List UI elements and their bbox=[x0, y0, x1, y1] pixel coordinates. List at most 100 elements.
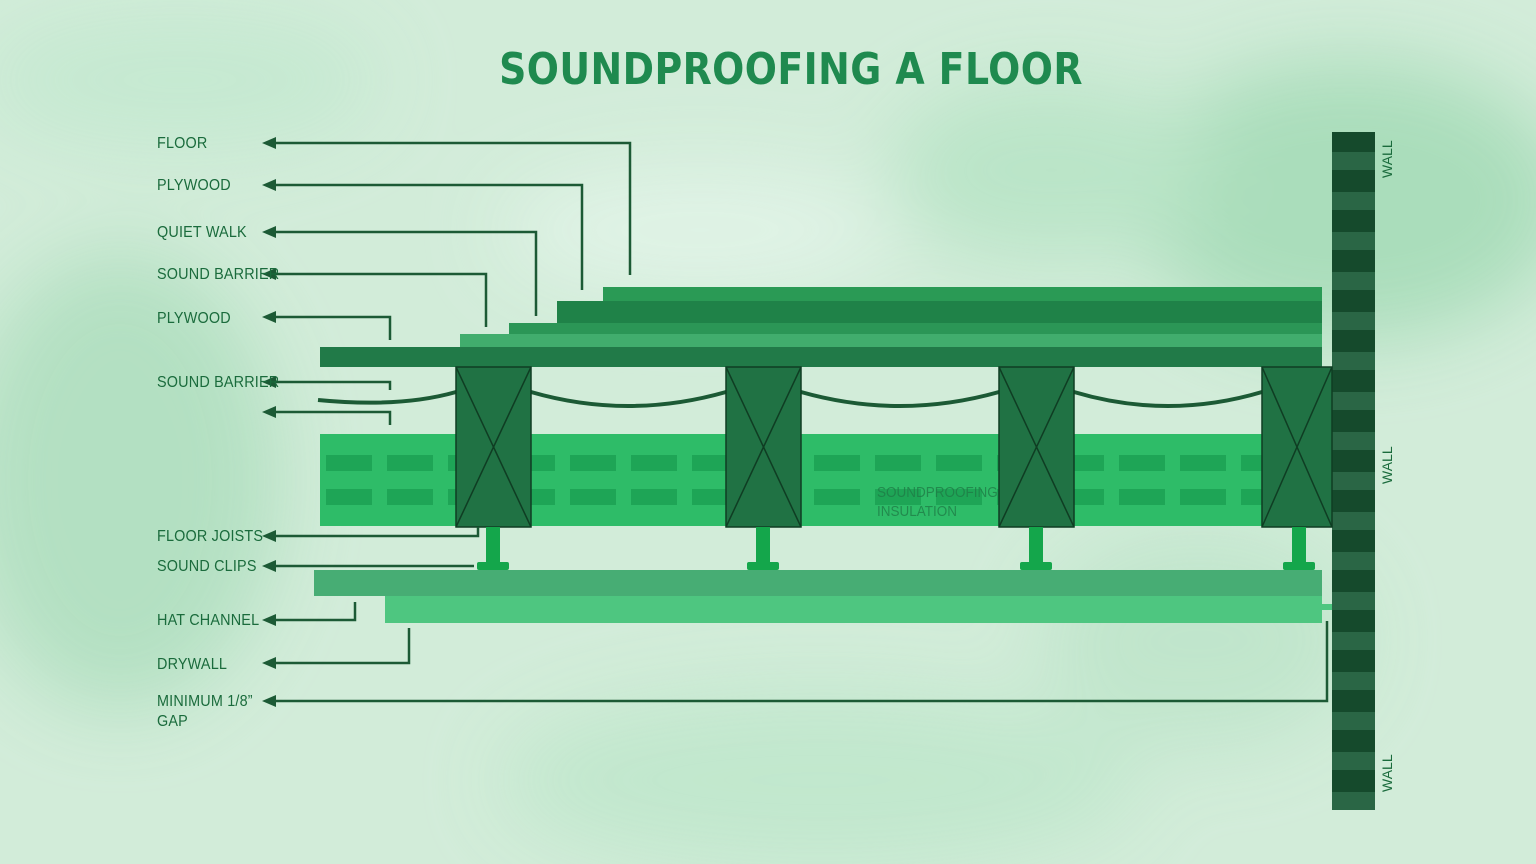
arrow-head-icon bbox=[262, 137, 276, 149]
insulation-dash bbox=[631, 455, 677, 471]
insulation-dash bbox=[387, 455, 433, 471]
label-floor: FLOOR bbox=[157, 135, 208, 152]
joist-cross bbox=[998, 366, 1075, 528]
label-minimum-gap: MINIMUM 1/8” GAP bbox=[157, 693, 253, 730]
joist-cross bbox=[455, 366, 532, 528]
wall-stripe bbox=[1332, 392, 1375, 410]
insulation-dash bbox=[326, 455, 372, 471]
leader-lines bbox=[262, 137, 1329, 707]
insulation-dash bbox=[814, 489, 860, 505]
sound-clip-post bbox=[486, 527, 500, 563]
insulation-dash bbox=[326, 489, 372, 505]
insulation-dash bbox=[875, 489, 921, 505]
wall-stripe bbox=[1332, 712, 1375, 730]
sound-clips bbox=[477, 527, 1315, 570]
joist-cross bbox=[1261, 366, 1333, 528]
insulation-dash bbox=[1119, 455, 1165, 471]
wall-stripe bbox=[1332, 152, 1375, 170]
plywood-subfloor-layer bbox=[320, 347, 1322, 367]
insulation-dash bbox=[1119, 489, 1165, 505]
leader-line bbox=[270, 602, 357, 622]
wall-stripe bbox=[1332, 792, 1375, 810]
joist-cross bbox=[725, 366, 802, 528]
arrow-head-icon bbox=[262, 268, 276, 280]
insulation-dash bbox=[1180, 489, 1226, 505]
arrow-head-icon bbox=[262, 530, 276, 542]
arrow-head-icon bbox=[262, 226, 276, 238]
insulation-dash bbox=[570, 489, 616, 505]
insulation-dash bbox=[875, 455, 921, 471]
insulation-dash bbox=[814, 455, 860, 471]
gap-filler bbox=[1322, 604, 1332, 610]
sound-barrier-layer bbox=[460, 334, 1322, 347]
label-plywood-top: PLYWOOD bbox=[157, 177, 231, 194]
leader-line bbox=[270, 628, 411, 665]
leader-line bbox=[270, 141, 632, 275]
label-floor-joists: FLOOR JOISTS bbox=[157, 528, 264, 545]
wall-stripe bbox=[1332, 272, 1375, 290]
wall-stripe bbox=[1332, 312, 1375, 330]
insulation-dash bbox=[936, 489, 982, 505]
arrow-head-icon bbox=[262, 657, 276, 669]
arrow-head-icon bbox=[262, 695, 276, 707]
insulation-dash bbox=[936, 455, 982, 471]
leader-line bbox=[270, 621, 1329, 703]
wall-stripe bbox=[1332, 472, 1375, 490]
label-quiet-walk: QUIET WALK bbox=[157, 224, 247, 241]
floor-layer bbox=[603, 287, 1322, 301]
leader-line bbox=[270, 230, 538, 316]
sound-barrier-membrane bbox=[317, 390, 1263, 408]
sound-clip-post bbox=[1029, 527, 1043, 563]
label-drywall: DRYWALL bbox=[157, 656, 228, 673]
leader-line bbox=[270, 272, 488, 327]
wall bbox=[1332, 132, 1375, 810]
wall-stripe bbox=[1332, 552, 1375, 570]
wall-stripe bbox=[1332, 632, 1375, 650]
sound-clip-base bbox=[1020, 562, 1052, 570]
arrow-head-icon bbox=[262, 406, 276, 418]
leader-line bbox=[270, 410, 392, 425]
wall-stripe bbox=[1332, 432, 1375, 450]
insulation-label: SOUNDPROOFING INSULATION bbox=[877, 484, 998, 520]
wall-stripe bbox=[1332, 352, 1375, 370]
sound-clip-post bbox=[756, 527, 770, 563]
arrow-head-icon bbox=[262, 560, 276, 572]
wall-stripe bbox=[1332, 512, 1375, 530]
label-sound-clips: SOUND CLIPS bbox=[157, 558, 257, 575]
wall-label-bottom: WALL bbox=[1379, 754, 1395, 792]
leader-line bbox=[270, 527, 480, 538]
wall-stripe bbox=[1332, 232, 1375, 250]
sound-clip-base bbox=[1283, 562, 1315, 570]
arrow-head-icon bbox=[262, 614, 276, 626]
wall-label-top: WALL bbox=[1379, 140, 1395, 178]
leader-line bbox=[270, 315, 392, 340]
wall-stripe bbox=[1332, 752, 1375, 770]
insulation-dash bbox=[1180, 455, 1226, 471]
sound-clip-base bbox=[747, 562, 779, 570]
label-sound-barrier-top: SOUND BARRIER bbox=[157, 266, 280, 283]
arrow-head-icon bbox=[262, 311, 276, 323]
leader-line bbox=[270, 183, 584, 290]
wall-stripe bbox=[1332, 672, 1375, 690]
plywood-top-layer bbox=[557, 301, 1322, 323]
wall-stripe bbox=[1332, 192, 1375, 210]
hat-channel-layer bbox=[314, 570, 1322, 596]
leader-line bbox=[270, 380, 392, 390]
quiet-walk-layer bbox=[509, 323, 1322, 334]
drywall-layer bbox=[385, 596, 1322, 623]
sound-clip-base bbox=[477, 562, 509, 570]
insulation-dash bbox=[631, 489, 677, 505]
insulation-dash bbox=[387, 489, 433, 505]
arrow-head-icon bbox=[262, 376, 276, 388]
wall-stripe bbox=[1332, 592, 1375, 610]
label-plywood-subfloor: PLYWOOD bbox=[157, 310, 231, 327]
label-sound-barrier: SOUND BARRIER bbox=[157, 374, 280, 391]
arrow-head-icon bbox=[262, 179, 276, 191]
sound-clip-post bbox=[1292, 527, 1306, 563]
insulation-dash bbox=[570, 455, 616, 471]
floor-joists bbox=[455, 366, 1333, 528]
page-title: SOUNDPROOFING A FLOOR bbox=[499, 44, 1083, 95]
wall-label-middle: WALL bbox=[1379, 446, 1395, 484]
label-hat-channel: HAT CHANNEL bbox=[157, 612, 260, 629]
